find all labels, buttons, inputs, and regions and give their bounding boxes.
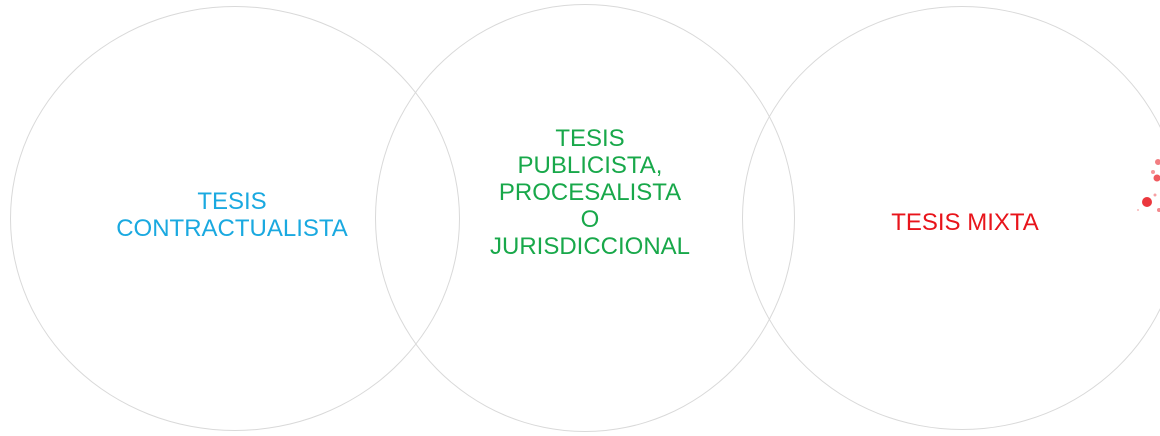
label-publicista-line-2: PUBLICISTA, [517, 152, 663, 179]
label-mixta: TESIS MIXTA [830, 209, 1100, 236]
label-contractualista: TESIS CONTRACTUALISTA [102, 188, 362, 242]
label-publicista-line-3: PROCESALISTA [498, 179, 682, 206]
circle-mixta [742, 6, 1160, 430]
label-publicista-line-4: O [580, 206, 600, 233]
red-dots-decoration [1137, 159, 1160, 212]
label-publicista-line-5: JURISDICCIONAL [489, 233, 691, 260]
label-publicista: TESIS PUBLICISTA, PROCESALISTA O JURISDI… [452, 125, 728, 260]
label-contractualista-line-1: TESIS [197, 188, 267, 215]
label-mixta-line-1: TESIS MIXTA [891, 209, 1039, 236]
label-publicista-line-1: TESIS [555, 125, 625, 152]
label-contractualista-line-2: CONTRACTUALISTA [116, 215, 348, 242]
